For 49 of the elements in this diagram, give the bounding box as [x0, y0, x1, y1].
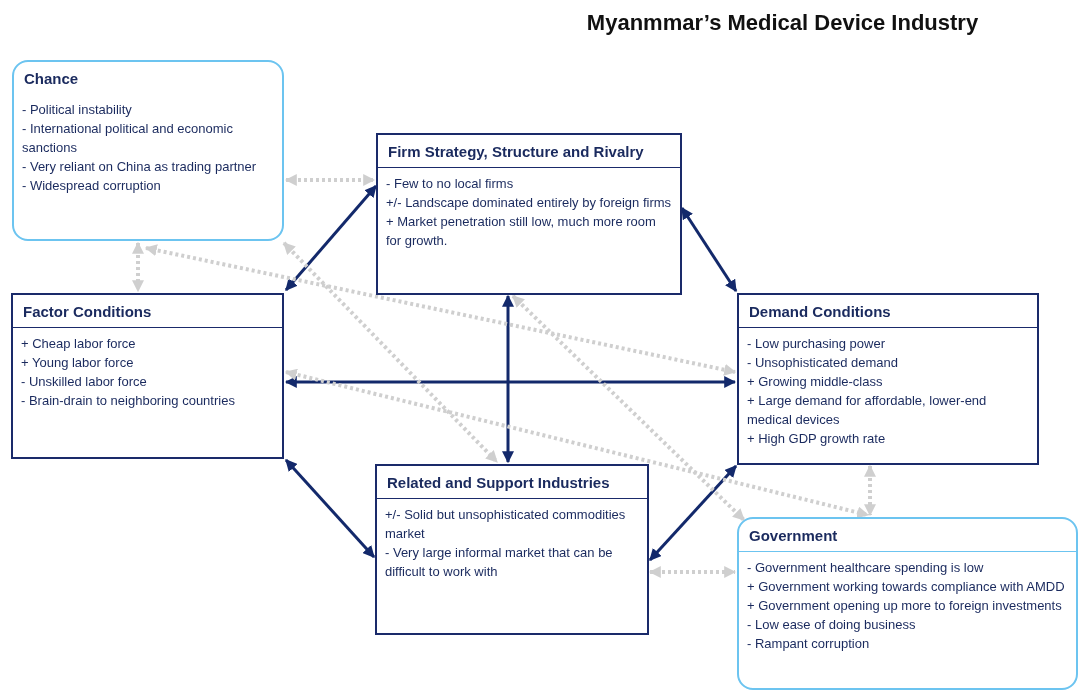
dotted-arrow: [144, 244, 737, 376]
bullet-item: - Few to no local firms: [386, 175, 515, 193]
rounded-box: [737, 517, 1078, 690]
process-box: [737, 293, 1039, 465]
bullet-item: - Government healthcare spending is low: [747, 559, 985, 577]
diagram-title: Myanmmar’s Medical Device Industry: [585, 10, 980, 36]
bullet-item: - Widespread corruption: [22, 177, 162, 195]
bullet-item: + Growing middle-class: [747, 373, 884, 391]
dotted-arrow: [511, 294, 746, 522]
bullet-item: - Political instability: [22, 101, 133, 119]
process-box: [376, 133, 682, 295]
box-heading: Factor Conditions: [13, 295, 282, 328]
bullet-item: + Government working towards compliance with AMDD: [747, 578, 1066, 596]
arrow: [284, 185, 378, 291]
dotted-arrow: [132, 241, 144, 293]
process-box: [375, 464, 649, 635]
bullet-item: + Large demand for affordable, lower-end medical devices: [747, 392, 988, 429]
bullet-item: - Brain-drain to neighboring countries: [21, 392, 236, 410]
box-heading: Related and Support Industries: [377, 466, 647, 499]
dotted-arrow: [864, 464, 876, 517]
process-box: [11, 293, 284, 459]
rounded-box: [12, 60, 284, 241]
bullet-item: - Very reliant on China as trading partner: [22, 158, 258, 176]
arrow: [284, 459, 376, 558]
dotted-arrow: [284, 368, 870, 519]
dotted-arrow: [648, 566, 737, 578]
bullet-item: - Unskilled labor force: [21, 373, 148, 391]
bullet-item: - Low ease of doing business: [747, 616, 917, 634]
dotted-arrow: [284, 174, 376, 186]
bullet-item: - Very large informal market that can be difficult to work with: [385, 544, 614, 581]
bullet-item: - Rampant corruption: [747, 635, 871, 653]
bullet-item: + Young labor force: [21, 354, 135, 372]
bullet-item: + Cheap labor force: [21, 335, 137, 353]
bullet-item: + Government opening up more to foreign investments: [747, 597, 1063, 615]
bullet-item: - Unsophisticated demand: [747, 354, 900, 372]
box-heading: Chance: [23, 69, 80, 89]
bullet-item: + High GDP growth rate: [747, 430, 887, 448]
bullet-item: + Market penetration still low, much more room for growth.: [386, 213, 657, 250]
arrow: [502, 294, 514, 464]
bullet-item: +/- Solid but unsophisticated commodities market: [385, 506, 627, 543]
bullet-item: - International political and economic sanctions: [22, 120, 234, 157]
box-heading: Demand Conditions: [739, 295, 1037, 328]
bullet-item: - Low purchasing power: [747, 335, 887, 353]
bullet-item: +/- Landscape dominated entirely by foreign firms: [386, 194, 672, 212]
box-heading: Firm Strategy, Structure and Rivalry: [378, 135, 680, 168]
dotted-arrow: [282, 241, 499, 464]
arrow: [648, 465, 738, 561]
box-heading: Government: [739, 519, 1076, 552]
arrow: [284, 376, 737, 388]
